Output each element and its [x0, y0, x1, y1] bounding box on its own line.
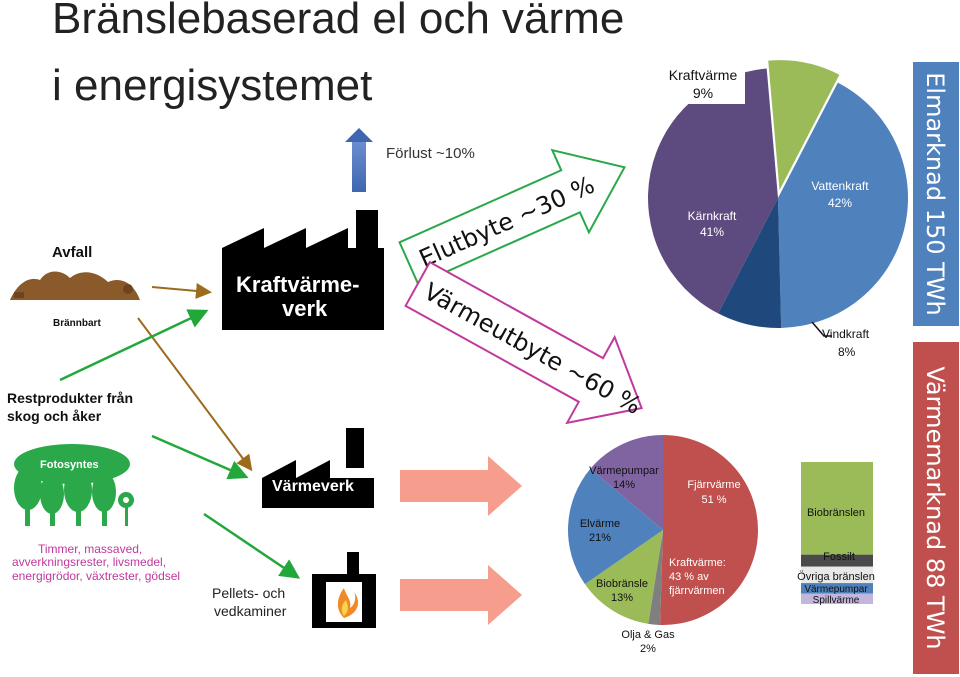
stove-label-line-2: vedkaminer — [214, 603, 287, 619]
el-label-chp: Kraftvärme — [669, 67, 738, 83]
forest-icon — [14, 444, 134, 526]
residue-list-line-3: energigrödor, växtrester, gödsel — [12, 569, 180, 583]
heat-label-oilgas: Olja & Gas — [621, 629, 675, 641]
heat-label-electric: Elvärme — [580, 518, 620, 530]
heat-market-banner: Värmemarknad 88 TWh — [913, 342, 959, 674]
arrow-residue-to-stove — [203, 512, 301, 579]
bar-segment-biobränslen — [801, 462, 873, 555]
heat-label-heatpumps: Värmepumpar — [589, 465, 659, 477]
heat-label-bio: Biobränsle — [596, 578, 648, 590]
heat-pie — [568, 435, 758, 625]
electricity-exchange-label: Elutbyte ~30 % — [415, 171, 599, 273]
title-line-2: i energisystemet — [52, 61, 372, 110]
el-value-chp: 9% — [693, 85, 713, 101]
el-label-hydro: Vattenkraft — [811, 179, 869, 193]
residue-label-line-2: skog och åker — [7, 408, 102, 424]
bar-segment-fossilt — [801, 554, 873, 567]
heating-plant-label: Värmeverk — [272, 478, 354, 495]
bar-label-bio: Biobränslen — [807, 507, 865, 519]
electricity-pie — [648, 60, 908, 328]
bar-segment-övriga-bränslen — [801, 566, 873, 584]
stove-label-line-1: Pellets- och — [212, 585, 285, 601]
burnable-label: Brännbart — [53, 318, 101, 329]
heat-value-electric: 21% — [589, 532, 611, 544]
district-heating-fuel-bar — [801, 462, 873, 604]
stack-bar-labels: Biobränslen Fossilt Övriga bränslen Värm… — [797, 507, 875, 606]
heat-slice-olja-gas — [648, 530, 663, 625]
heat-label-district: Fjärrvärme — [687, 479, 740, 491]
el-value-nuclear: 41% — [700, 225, 724, 239]
el-label-wind: Vindkraft — [822, 327, 870, 341]
residue-label-line-1: Restprodukter från — [7, 390, 133, 406]
arrow-heating-to-heat-market — [400, 456, 522, 516]
chp-plant-icon — [222, 210, 384, 330]
bar-segment-värmepumpar — [801, 583, 873, 594]
el-slice-vindkraft — [718, 198, 782, 328]
residue-list-line-2: avverkningsrester, livsmedel, — [12, 555, 166, 569]
stove-icon — [312, 552, 376, 628]
arrow-waste-to-chp — [151, 282, 212, 299]
electricity-pie-labels: Kraftvärme 9% Kärnkraft 41% Vattenkraft … — [661, 60, 870, 359]
heat-pie-labels: Fjärrvärme 51 % Kraftvärme: 43 % av fjär… — [580, 465, 741, 655]
arrow-waste-to-heating — [137, 317, 253, 472]
bar-segment-spillvärme — [801, 593, 873, 604]
loss-arrow-icon — [345, 128, 373, 192]
heat-annotation-line-3: fjärrvärmen — [669, 585, 725, 597]
el-slice-kärnkraft — [648, 68, 778, 314]
heat-slice-biobränsle — [584, 530, 663, 624]
heat-value-bio: 13% — [611, 592, 633, 604]
arrow-stove-to-heat-market — [400, 565, 522, 625]
el-slice-vattenkraft — [778, 82, 908, 328]
heat-slice-värmepumpar — [590, 435, 663, 530]
el-label-nuclear: Kärnkraft — [688, 209, 737, 223]
waste-label: Avfall — [52, 244, 92, 261]
bar-label-other: Övriga bränslen — [797, 571, 875, 583]
waste-pile-icon — [10, 271, 140, 300]
heat-exchange-arrow: Värmeutbyte ~60 % — [404, 260, 646, 425]
chp-label-line-1: Kraftvärme- — [236, 272, 360, 297]
bar-label-fossil: Fossilt — [823, 551, 855, 563]
heat-value-oilgas: 2% — [640, 643, 656, 655]
loss-label: Förlust ~10% — [386, 145, 475, 162]
bar-label-waste-heat: Spillvärme — [813, 595, 860, 606]
photosynthesis-label: Fotosyntes — [40, 459, 99, 471]
electricity-market-label: Elmarknad 150 TWh — [921, 72, 949, 316]
residue-list-line-1: Timmer, massaved, — [38, 542, 142, 556]
chp-label-line-2: verk — [282, 296, 328, 321]
heat-market-label: Värmemarknad 88 TWh — [921, 366, 949, 649]
heat-value-heatpumps: 14% — [613, 479, 635, 491]
heating-plant-icon — [262, 428, 374, 508]
electricity-market-banner: Elmarknad 150 TWh — [913, 62, 959, 326]
title-line-1: Bränslebaserad el och värme — [52, 0, 624, 43]
el-value-hydro: 42% — [828, 196, 852, 210]
arrow-residue-to-chp — [59, 309, 209, 382]
arrow-residue-to-heating — [151, 434, 249, 480]
el-slice-kraftvärme — [768, 60, 840, 191]
heat-value-district: 51 % — [701, 494, 726, 506]
heat-annotation-line-2: 43 % av — [669, 571, 709, 583]
heat-slice-fjärrvärme — [660, 435, 758, 625]
el-value-wind: 8% — [838, 345, 856, 359]
heat-slice-elvärme — [568, 468, 663, 585]
bar-label-heatpumps: Värmepumpar — [804, 584, 868, 595]
heat-annotation-line-1: Kraftvärme: — [669, 557, 726, 569]
